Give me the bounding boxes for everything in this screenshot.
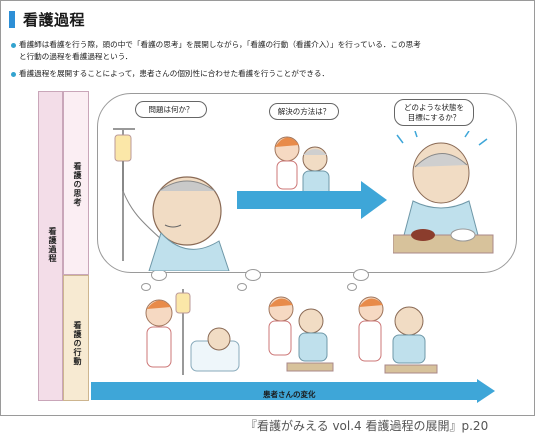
bullet-dot-icon: [11, 42, 16, 48]
cloud-tail-puff: [347, 283, 357, 291]
cloud-tail-puff: [141, 283, 151, 291]
patient-change-arrow-icon: [91, 379, 495, 403]
nursing-action-column: 看護の行動: [63, 275, 89, 401]
nursing-thinking-label: 看護の思考: [73, 162, 82, 207]
nurse-assisting-meal-illustration: [268, 296, 334, 372]
patient-with-iv-illustration: [113, 128, 230, 271]
nurse-checking-iv-illustration: [145, 289, 240, 375]
cloud-tail-puff: [353, 269, 369, 281]
bullet-1-line1: 看護師は看護を行う際，頭の中で「看護の思考」を展開しながら，「看護の行動（看護介…: [19, 40, 421, 49]
section-heading: 看護過程: [9, 8, 85, 30]
patient-change-label: 患者さんの変化: [263, 390, 316, 399]
goal-line-2: 目標にするか？: [407, 113, 461, 122]
page-title: 看護過程: [23, 10, 86, 29]
bullet-1: 看護師は看護を行う際，頭の中で「看護の思考」を展開しながら，「看護の行動（看護介…: [11, 39, 526, 50]
heading-accent-bar: [9, 10, 15, 28]
bullet-2-line1: 看護過程を展開することによって，患者さんの個別性に合わせた看護を行うことができる…: [19, 69, 330, 78]
source-caption: 『看護がみえる vol.4 看護過程の展開』p.20: [245, 419, 489, 433]
nurse-with-patient-eating-illustration: [358, 296, 438, 374]
nursing-action-label: 看護の行動: [73, 321, 82, 366]
figure-frame: 看護過程 看護師は看護を行う際，頭の中で「看護の思考」を展開しながら，「看護の行…: [0, 0, 535, 416]
recovered-patient-illustration: [393, 131, 494, 254]
cloud-tail-puff: [245, 269, 261, 281]
bullet-2: 看護過程を展開することによって，患者さんの個別性に合わせた看護を行うことができる…: [11, 68, 526, 79]
speech-bubble-goal: どのような状態を 目標にするか？: [394, 99, 474, 126]
bullet-1-continuation: と行動の過程を看護過程という．: [19, 52, 133, 61]
progress-arrow-icon: [237, 181, 387, 219]
bullet-dot-icon: [11, 71, 16, 77]
nursing-process-column: 看護過程: [38, 91, 63, 401]
goal-line-1: どのような状態を: [404, 103, 464, 112]
speech-bubble-problem: 問題は何か？: [135, 101, 207, 118]
cloud-tail-puff: [237, 283, 247, 291]
nursing-thinking-column: 看護の思考: [63, 91, 89, 275]
nursing-process-label: 看護過程: [48, 227, 57, 263]
speech-bubble-solution: 解決の方法は？: [269, 103, 339, 120]
